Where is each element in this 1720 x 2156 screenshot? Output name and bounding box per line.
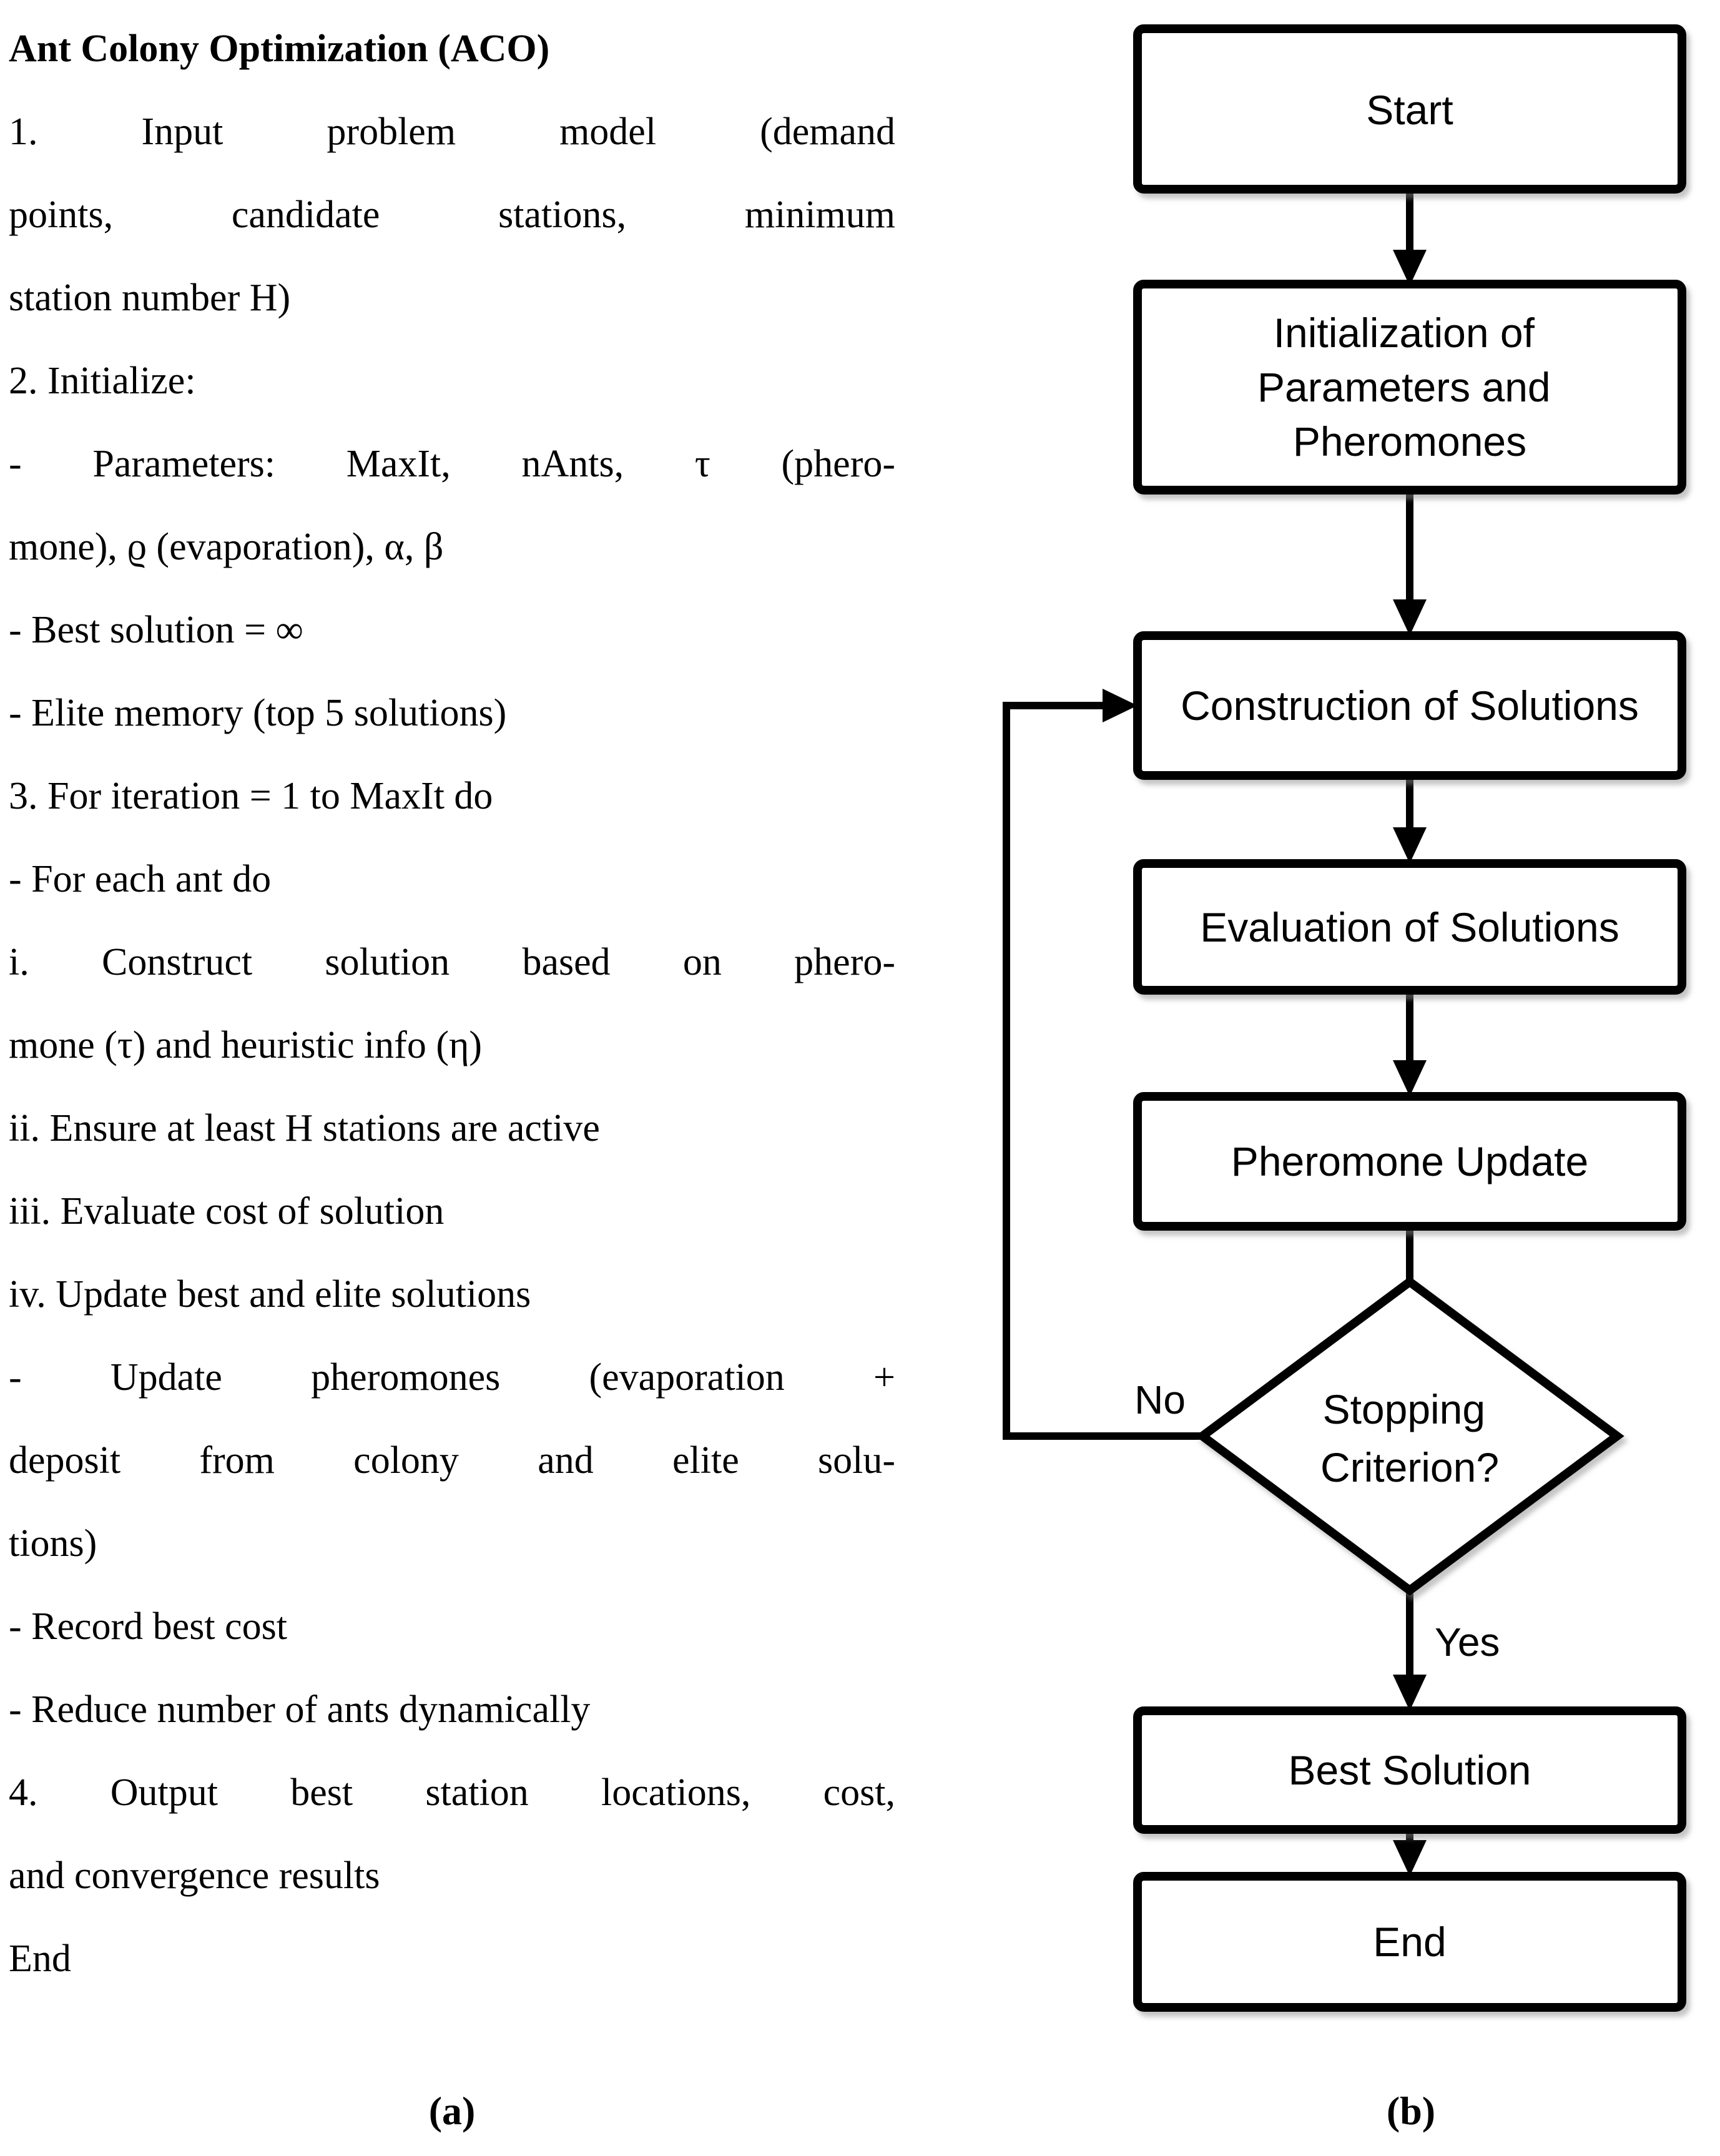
pseudocode-line: mone (τ) and heuristic info (η) bbox=[9, 1024, 483, 1066]
node-label-line: Pheromones bbox=[1293, 418, 1526, 465]
pseudocode-line: points, candidate stations, minimum bbox=[9, 194, 895, 236]
pseudocode-line: iii. Evaluate cost of solution bbox=[9, 1190, 445, 1233]
pseudocode-line: ii. Ensure at least H stations are activ… bbox=[9, 1107, 600, 1149]
node-label-construction: Construction of Solutions bbox=[1181, 682, 1639, 729]
pseudocode-line: - Parameters: MaxIt, nAnts, τ (phero- bbox=[9, 443, 895, 485]
arrowhead-icon bbox=[1393, 250, 1427, 286]
pseudocode-line: station number H) bbox=[9, 277, 291, 319]
pseudocode-line: 4. Output best station locations, cost, bbox=[9, 1771, 895, 1814]
node-label-line: Stopping bbox=[1323, 1386, 1486, 1432]
caption-a: (a) bbox=[428, 2089, 476, 2133]
feedback-loop-line bbox=[1003, 702, 1202, 1440]
node-label-evaluation: Evaluation of Solutions bbox=[1200, 904, 1619, 950]
flowchart-node-initialization bbox=[1133, 280, 1686, 495]
node-label-initialization: Initialization of Parameters and Pheromo… bbox=[1257, 295, 1562, 465]
flowchart-node-best-solution bbox=[1133, 1706, 1686, 1834]
arrowhead-icon bbox=[1393, 827, 1427, 864]
pseudocode-line: and convergence results bbox=[9, 1854, 380, 1897]
pseudocode-line: 3. For iteration = 1 to MaxIt do bbox=[9, 775, 493, 817]
pseudocode-line: 1. Input problem model (demand bbox=[9, 111, 895, 153]
pseudocode-line: deposit from colony and elite solu- bbox=[9, 1439, 895, 1482]
node-label-best-solution: Best Solution bbox=[1289, 1747, 1531, 1793]
arrowhead-icon bbox=[1393, 1060, 1427, 1096]
arrowhead-icon bbox=[1393, 1675, 1427, 1711]
pseudocode-line: - Elite memory (top 5 solutions) bbox=[9, 692, 507, 734]
node-label-line: Initialization of bbox=[1274, 310, 1535, 356]
edge-label-no: No bbox=[1134, 1377, 1186, 1422]
flowchart-node-construction bbox=[1133, 631, 1686, 780]
flowchart-node-evaluation bbox=[1133, 859, 1686, 995]
flowchart-node-pheromone-update bbox=[1133, 1092, 1686, 1231]
pseudocode-title: Ant Colony Optimization (ACO) bbox=[9, 27, 550, 70]
pseudocode-line: End bbox=[9, 1937, 71, 1980]
pseudocode-line: mone), ϱ (evaporation), α, β bbox=[9, 526, 444, 568]
arrowhead-icon bbox=[1393, 599, 1427, 636]
edge-label-yes: Yes bbox=[1435, 1620, 1500, 1665]
arrowhead-icon bbox=[1393, 1840, 1427, 1876]
flowchart-node-start bbox=[1133, 24, 1686, 194]
node-label-line: Criterion? bbox=[1320, 1444, 1499, 1490]
node-label-stopping-criterion: Stopping Criterion? bbox=[1320, 1372, 1499, 1490]
arrowhead-icon bbox=[1103, 689, 1138, 722]
pseudocode-line: tions) bbox=[9, 1522, 97, 1565]
pseudocode-line: - Record best cost bbox=[9, 1605, 287, 1648]
node-label-start: Start bbox=[1366, 87, 1453, 133]
pseudocode-line: iv. Update best and elite solutions bbox=[9, 1273, 531, 1316]
flowchart-node-stopping-criterion bbox=[1195, 1276, 1624, 1596]
caption-b: (b) bbox=[1386, 2089, 1436, 2133]
pseudocode-line: i. Construct solution based on phero- bbox=[9, 941, 895, 983]
pseudocode-line: - Reduce number of ants dynamically bbox=[9, 1688, 591, 1731]
pseudocode-line: - Best solution = ∞ bbox=[9, 609, 303, 651]
pseudocode-panel: Ant Colony Optimization (ACO) 1. Input p… bbox=[9, 7, 895, 2001]
flowchart-node-end bbox=[1133, 1872, 1686, 2012]
node-label-pheromone-update: Pheromone Update bbox=[1231, 1138, 1588, 1184]
pseudocode-line: - For each ant do bbox=[9, 858, 272, 900]
node-label-line: Parameters and bbox=[1257, 364, 1551, 410]
node-label-end: End bbox=[1373, 1919, 1446, 1965]
pseudocode-line: 2. Initialize: bbox=[9, 360, 196, 402]
pseudocode-line: - Update pheromones (evaporation + bbox=[9, 1356, 895, 1399]
